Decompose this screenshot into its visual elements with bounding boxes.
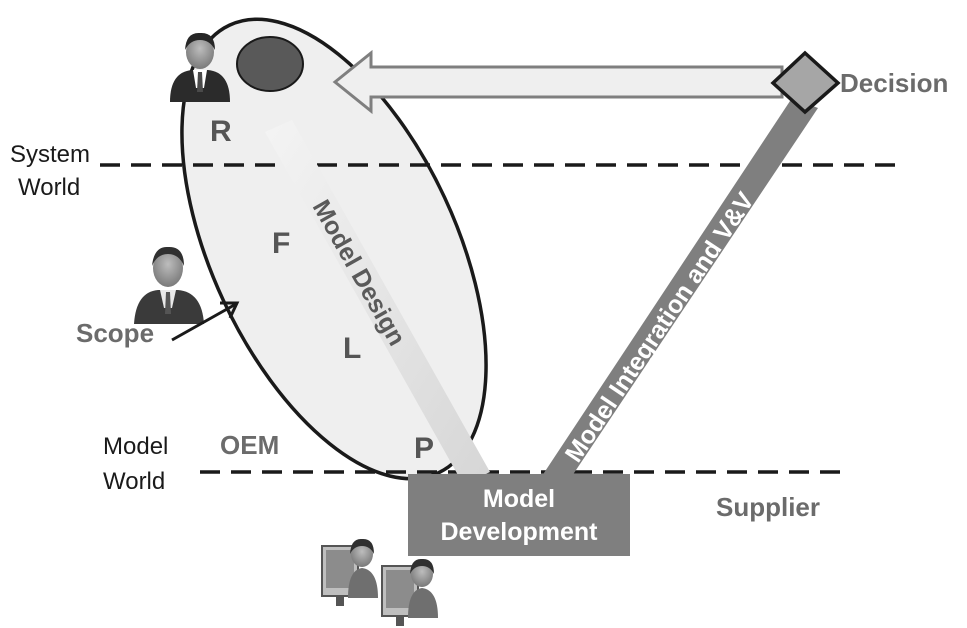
developers-at-computers-icon	[321, 538, 438, 626]
model-world-label-line2: World	[103, 468, 165, 495]
decision-icon	[770, 50, 841, 115]
level-f-label: F	[272, 227, 290, 260]
decision-label: Decision	[840, 68, 948, 98]
model-development-box	[408, 474, 630, 556]
scope-pointer-arrow	[171, 302, 237, 342]
oem-label: OEM	[220, 430, 279, 460]
feedback-arrow	[332, 49, 784, 115]
system-world-label-line2: World	[18, 174, 80, 201]
businessman-icon	[170, 32, 230, 102]
model-world-label-line1: Model	[103, 433, 168, 460]
model-integration-label: Model Integration and V&V	[560, 187, 760, 467]
level-l-label: L	[343, 332, 361, 365]
model-integration-band	[538, 98, 818, 482]
model-development-label-line2: Development	[441, 518, 599, 546]
level-p-label: P	[414, 432, 434, 465]
scope-label: Scope	[76, 318, 154, 348]
model-development-label-line1: Model	[483, 485, 555, 513]
level-r-label: R	[210, 115, 232, 148]
requirement-circle	[236, 36, 304, 92]
system-world-label-line1: System	[10, 141, 90, 168]
supplier-label: Supplier	[716, 492, 820, 522]
scope-arrowhead	[220, 301, 240, 319]
businessman-icon	[134, 246, 204, 324]
model-design-band	[265, 120, 490, 484]
